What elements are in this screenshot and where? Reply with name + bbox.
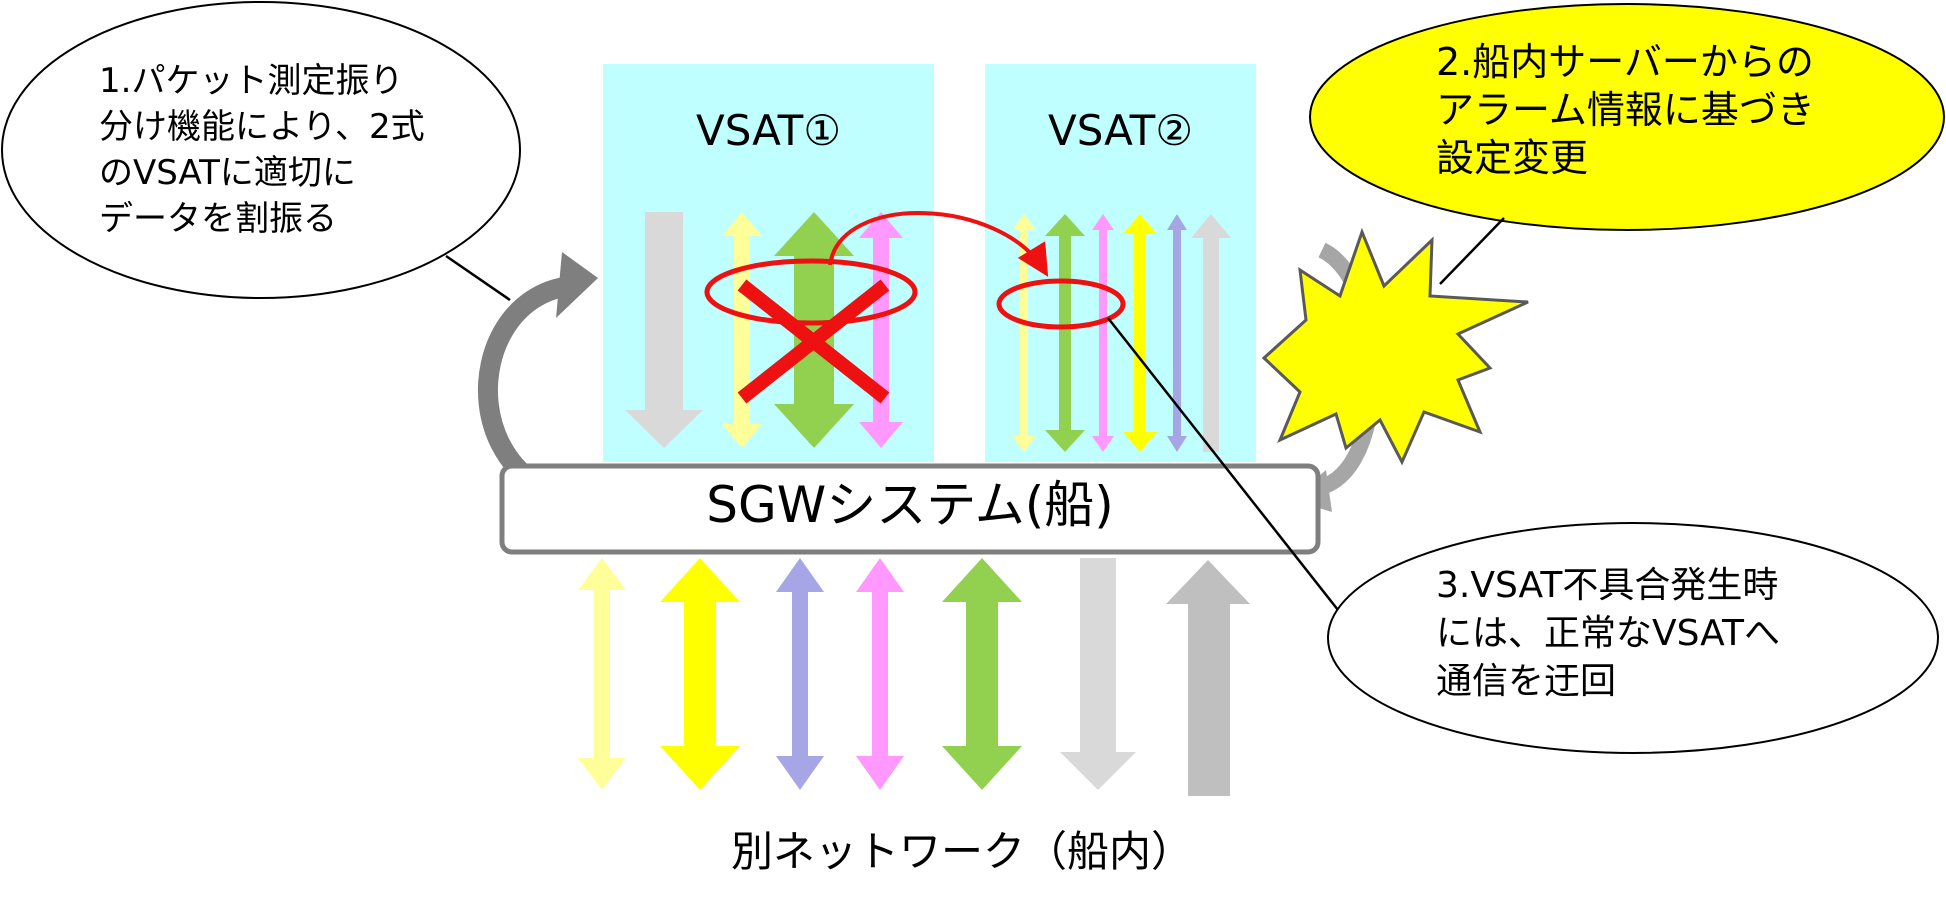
callout-1-line-1: 1.パケット測定振り (99, 61, 404, 101)
vsat1-stream-pink (859, 212, 903, 448)
callout-1-bubble (1, 1, 521, 299)
callout-2-pointer (1439, 217, 1505, 285)
callout-2-line-1: 2.船内サーバーからの (1436, 40, 1814, 84)
callout-1-line-4: データを割振る (99, 199, 337, 239)
alarm-burst-icon (1261, 227, 1529, 466)
callout-2-line-2: アラーム情報に基づき (1436, 88, 1815, 132)
network-stream-yellow (660, 558, 740, 790)
network-stream-gray (1060, 558, 1136, 790)
sgw-label: SGWシステム(船) (706, 476, 1114, 534)
vsat1-stream-gray (625, 212, 703, 448)
network-stream-green (942, 558, 1022, 790)
reroute-arrow (828, 211, 1049, 277)
callout-3-line-3: 通信を迂回 (1436, 661, 1617, 702)
callout-1-line-3: のVSATに適切に (99, 153, 356, 193)
vsat1-failed-stream-marker (704, 258, 918, 326)
vsat2-stream-light-yellow (1012, 214, 1036, 452)
vsat1-stream-green (774, 212, 854, 448)
callout-1-text: 1.パケット測定振り 分け機能により、2式 のVSATに適切に データを割振る (99, 58, 425, 242)
vsat2-stream-yellow (1123, 214, 1157, 452)
callout-2-line-3: 設定変更 (1436, 136, 1589, 180)
vsat1-label: VSAT① (696, 106, 841, 155)
callout-1-pointer (445, 254, 511, 302)
callout-3-pointer (1107, 317, 1339, 611)
callout-3-line-1: 3.VSAT不具合発生時 (1436, 565, 1779, 606)
vsat2-stream-green (1045, 214, 1085, 452)
vsat2-stream-lavender (1167, 214, 1187, 452)
vsat2-stream-pink (1092, 214, 1114, 452)
vsat1-streams (625, 212, 903, 448)
callout-2-text: 2.船内サーバーからの アラーム情報に基づき 設定変更 (1436, 38, 1815, 182)
network-label: 別ネットワーク（船内） (730, 827, 1193, 876)
callout-3-bubble (1327, 522, 1939, 754)
network-stream-dark-gray (1166, 560, 1250, 796)
network-stream-pink (856, 558, 904, 790)
vsat2-detour-stream-marker (996, 278, 1126, 330)
callout-3-text: 3.VSAT不具合発生時 には、正常なVSATへ 通信を迂回 (1436, 562, 1780, 706)
network-streams (578, 558, 1250, 796)
vsat2-streams (1012, 214, 1231, 452)
callout-3-line-2: には、正常なVSATへ (1436, 613, 1780, 654)
callout-2-bubble (1309, 3, 1945, 231)
vsat2-stream-gray (1191, 214, 1231, 452)
vsat2-label: VSAT② (1048, 106, 1193, 155)
network-stream-light-yellow (578, 558, 626, 790)
sgw-box (499, 463, 1321, 555)
failure-x-icon (737, 279, 890, 404)
vsat1-stream-light-yellow (722, 212, 762, 448)
network-stream-lavender (776, 558, 824, 790)
callout-1-line-2: 分け機能により、2式 (99, 107, 425, 147)
